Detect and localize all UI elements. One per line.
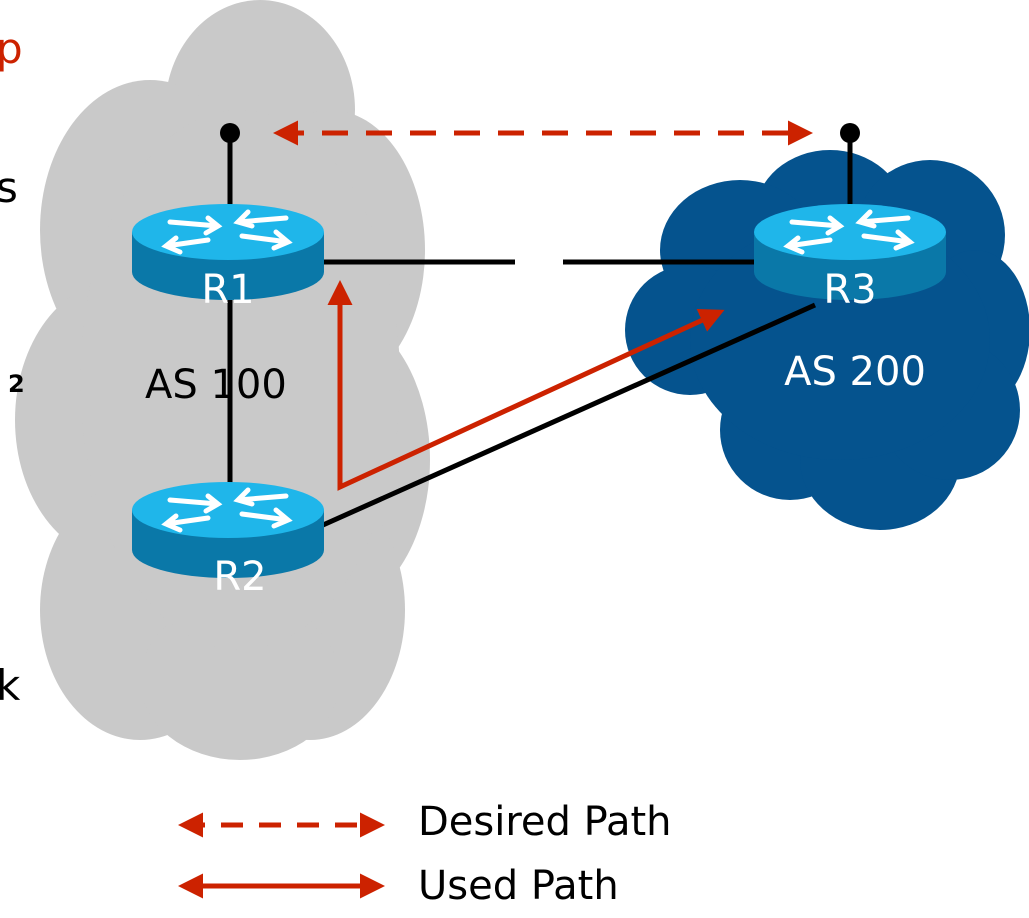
router-r3 — [754, 204, 946, 300]
r3-label: R3 — [823, 267, 876, 313]
legend-desired-label: Desired Path — [418, 799, 672, 845]
r1-endpoint-dot — [220, 123, 240, 143]
router-r1 — [132, 204, 324, 300]
edge-text-superscript: 2 — [8, 370, 25, 398]
used-path — [327, 280, 725, 491]
legend: Desired Path Used Path — [178, 799, 672, 909]
edge-text-k: k — [0, 661, 21, 710]
legend-used-label: Used Path — [418, 863, 619, 909]
router-r2 — [132, 482, 324, 578]
r3-endpoint-dot — [840, 123, 860, 143]
r2-r3-link — [321, 302, 817, 528]
r2-label: R2 — [213, 554, 266, 600]
edge-text-p: p — [0, 24, 23, 73]
r1-label: R1 — [201, 267, 254, 313]
as100-label: AS 100 — [145, 362, 287, 408]
edge-text-s: s — [0, 163, 18, 212]
paths — [273, 120, 813, 491]
as200-label: AS 200 — [784, 349, 926, 395]
links — [220, 123, 860, 528]
